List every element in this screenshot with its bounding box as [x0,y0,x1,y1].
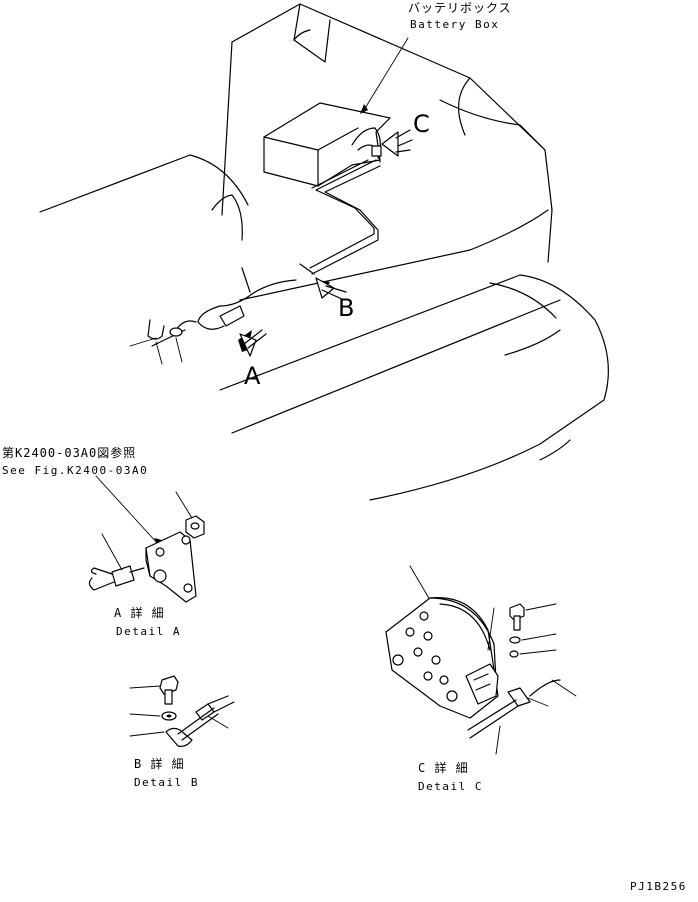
detail-c-drawing [385,565,577,755]
crawler-track-outline [219,274,609,501]
battery-box-arrowhead [360,104,368,114]
detail-a-title-en: Detail A [116,625,181,638]
harness-routing [129,159,381,365]
detail-a-leader [95,475,159,545]
detail-b-drawing [129,675,235,747]
detail-b-title-jp: B 詳 細 [134,756,185,771]
see-figure-en: See Fig.K2400-03A0 [2,464,148,477]
battery-box [263,102,391,187]
view-arrow-b [315,277,347,301]
machine-body-outline [221,3,553,301]
detail-b-title-en: Detail B [134,776,199,789]
battery-box-label-jp: バッテリボックス [408,1,512,15]
view-label-a: A [244,362,261,390]
fender-outline [39,154,249,241]
see-figure-jp: 第K2400-03A0図参照 [2,445,136,460]
detail-a-drawing [88,475,205,603]
view-label-b: B [338,294,354,322]
detail-a-title-jp: A 詳 細 [114,605,165,620]
detail-c-title-en: Detail C [418,780,483,793]
battery-box-leader [363,37,409,111]
drawing-code: PJ1B256 [630,880,687,893]
detail-c-title-jp: C 詳 細 [418,760,469,775]
view-arrow-c [381,129,413,157]
view-arrow-a [238,329,267,357]
view-label-c: C [413,110,430,138]
battery-box-label-en: Battery Box [410,18,499,31]
